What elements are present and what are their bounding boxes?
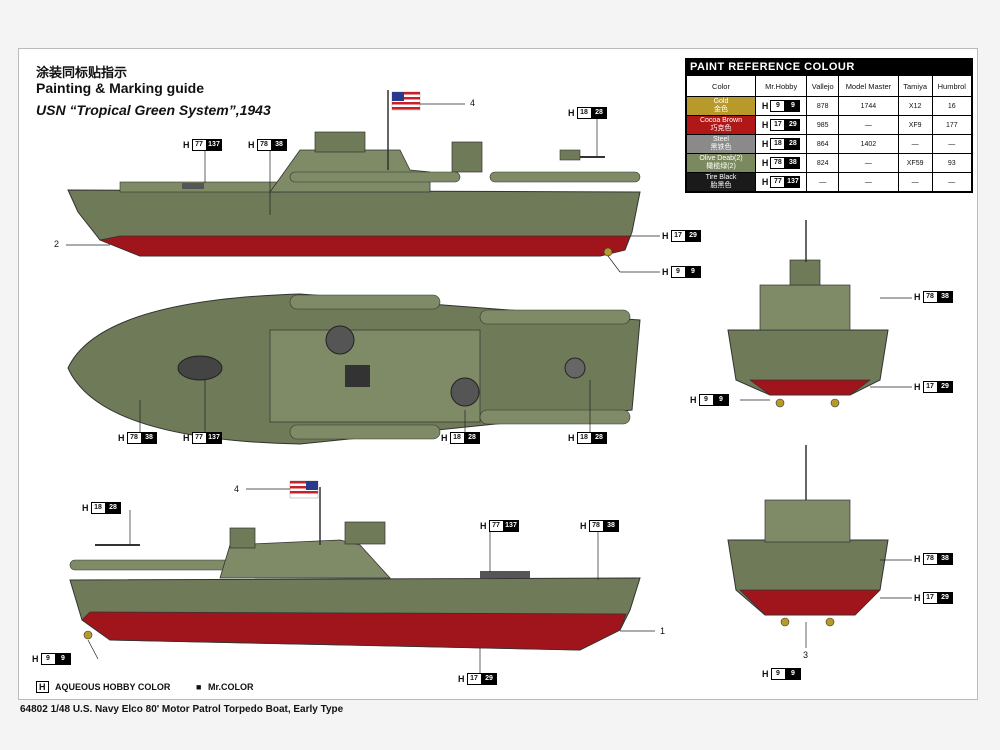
side-view-port (69, 480, 641, 651)
paint-reference-table: PAINT REFERENCE COLOUR Color Mr.Hobby Va… (685, 58, 973, 193)
vallejo-code: 985 (806, 115, 840, 135)
vallejo-code: 864 (806, 134, 840, 154)
vallejo-code: 824 (806, 153, 840, 173)
vallejo-code: — (806, 172, 840, 192)
model-master-code: — (838, 115, 899, 135)
tamiya-code: — (897, 172, 933, 192)
col-model-master: Model Master (838, 75, 899, 97)
humbrol-code: 93 (931, 153, 973, 173)
side-view-starboard (67, 90, 641, 257)
part-number: 2 (54, 239, 60, 249)
front-view (727, 220, 889, 408)
footer-caption: 64802 1/48 U.S. Navy Elco 80' Motor Patr… (20, 704, 344, 715)
model-master-code: — (838, 153, 899, 173)
scheme-title: USN “Tropical Green System”,1943 (36, 102, 271, 118)
part-number: 4 (470, 98, 476, 108)
humbrol-code: — (931, 134, 973, 154)
col-tamiya: Tamiya (897, 75, 933, 97)
page-title: Painting & Marking guide (36, 80, 205, 96)
vallejo-code: 878 (806, 96, 840, 116)
humbrol-code: 16 (931, 96, 973, 116)
legend-aqueous: H AQUEOUS HOBBY COLOR (36, 681, 170, 693)
title-chinese: 涂装同标贴指示 (36, 65, 128, 80)
legend-mrcolor: ■ Mr.COLOR (196, 682, 254, 692)
col-mrhobby: Mr.Hobby (754, 75, 808, 97)
tamiya-code: — (897, 134, 933, 154)
rear-view (727, 445, 889, 627)
part-number: 4 (234, 484, 240, 494)
tamiya-code: XF9 (897, 115, 933, 135)
part-number: 3 (803, 650, 809, 660)
leader-lines (66, 103, 912, 676)
humbrol-code: — (931, 172, 973, 192)
col-humbrol: Humbrol (931, 75, 973, 97)
model-master-code: 1402 (838, 134, 899, 154)
col-vallejo: Vallejo (806, 75, 840, 97)
paint-table-header: Color Mr.Hobby Vallejo Model Master Tami… (686, 75, 973, 97)
plan-view (67, 293, 641, 445)
model-master-code: — (838, 172, 899, 192)
paint-table-heading: PAINT REFERENCE COLOUR (686, 59, 972, 75)
model-master-code: 1744 (838, 96, 899, 116)
tamiya-code: XF59 (897, 153, 933, 173)
swatch-olive-drab: Olive Deab(2)橄榄绿(2) (686, 153, 756, 173)
tamiya-code: X12 (897, 96, 933, 116)
col-color: Color (686, 75, 756, 97)
part-number: 1 (660, 626, 666, 636)
humbrol-code: 177 (931, 115, 973, 135)
